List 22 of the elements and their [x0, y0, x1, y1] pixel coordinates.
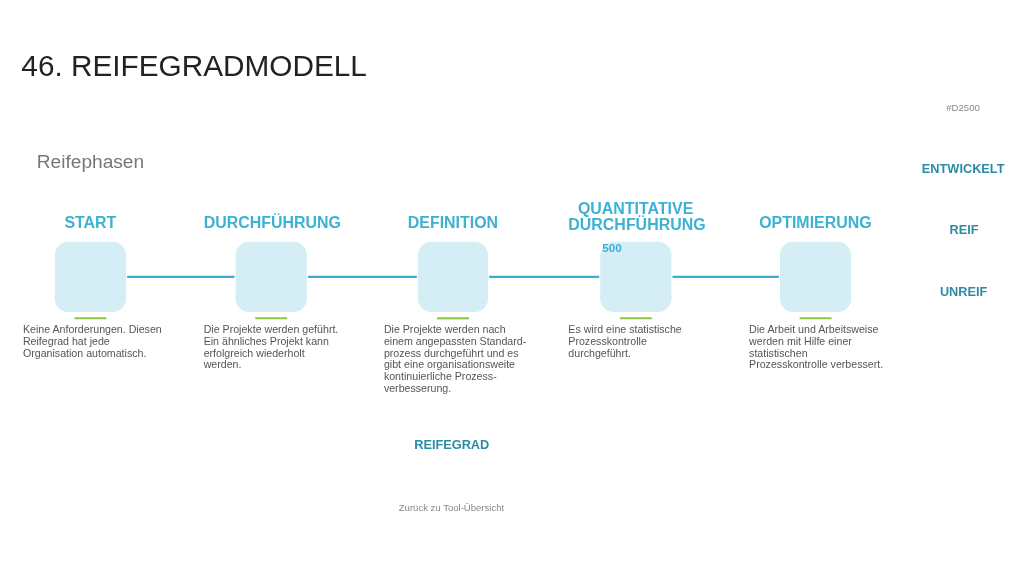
node-label: Die Arbeit und Arbeitsweise werden mit Hilfe einer statistischen Prozesskontrolle verbessert.: [749, 323, 884, 371]
label: REIF: [949, 222, 979, 238]
node-label: Es wird eine statistische Prozesskontrolle durchgeführt.: [568, 323, 682, 359]
connector: [307, 275, 417, 278]
connector: [489, 275, 600, 278]
label: Reifephasen: [36, 150, 145, 172]
label: Zurück zu Tool-Übersicht: [398, 501, 505, 513]
label: UNREIF: [939, 284, 988, 300]
label: REIFEGRAD: [414, 437, 490, 453]
node-label: Die Projekte werden nach einem angepassten Standard- prozess durchgeführt und es gibt eine organisationsweite kontinuierliche Prozess- verbesserung.: [383, 323, 527, 394]
diagram-title: 46. REIFEGRADMODELL: [21, 49, 367, 83]
node-label: Die Projekte werden geführt. Ein ähnliches Projekt kann erfolgreich wiederholt werden.: [203, 323, 339, 371]
node-label: START: [64, 213, 117, 231]
node-label: OPTIMIERUNG: [759, 213, 872, 231]
label: #D2500: [946, 102, 980, 114]
connector: [127, 275, 235, 278]
label: ENTWICKELT: [921, 160, 1005, 176]
node-label: DEFINITION: [407, 213, 499, 231]
node-label: QUANTITATIVE DURCHFÜHRUNG: [568, 200, 706, 234]
node-label: DURCHFÜHRUNG: [203, 213, 341, 231]
node-label: Keine Anforderungen. Diesen Reifegrad hat jede Organisation automatisch.: [22, 323, 162, 359]
connector: [672, 275, 779, 278]
